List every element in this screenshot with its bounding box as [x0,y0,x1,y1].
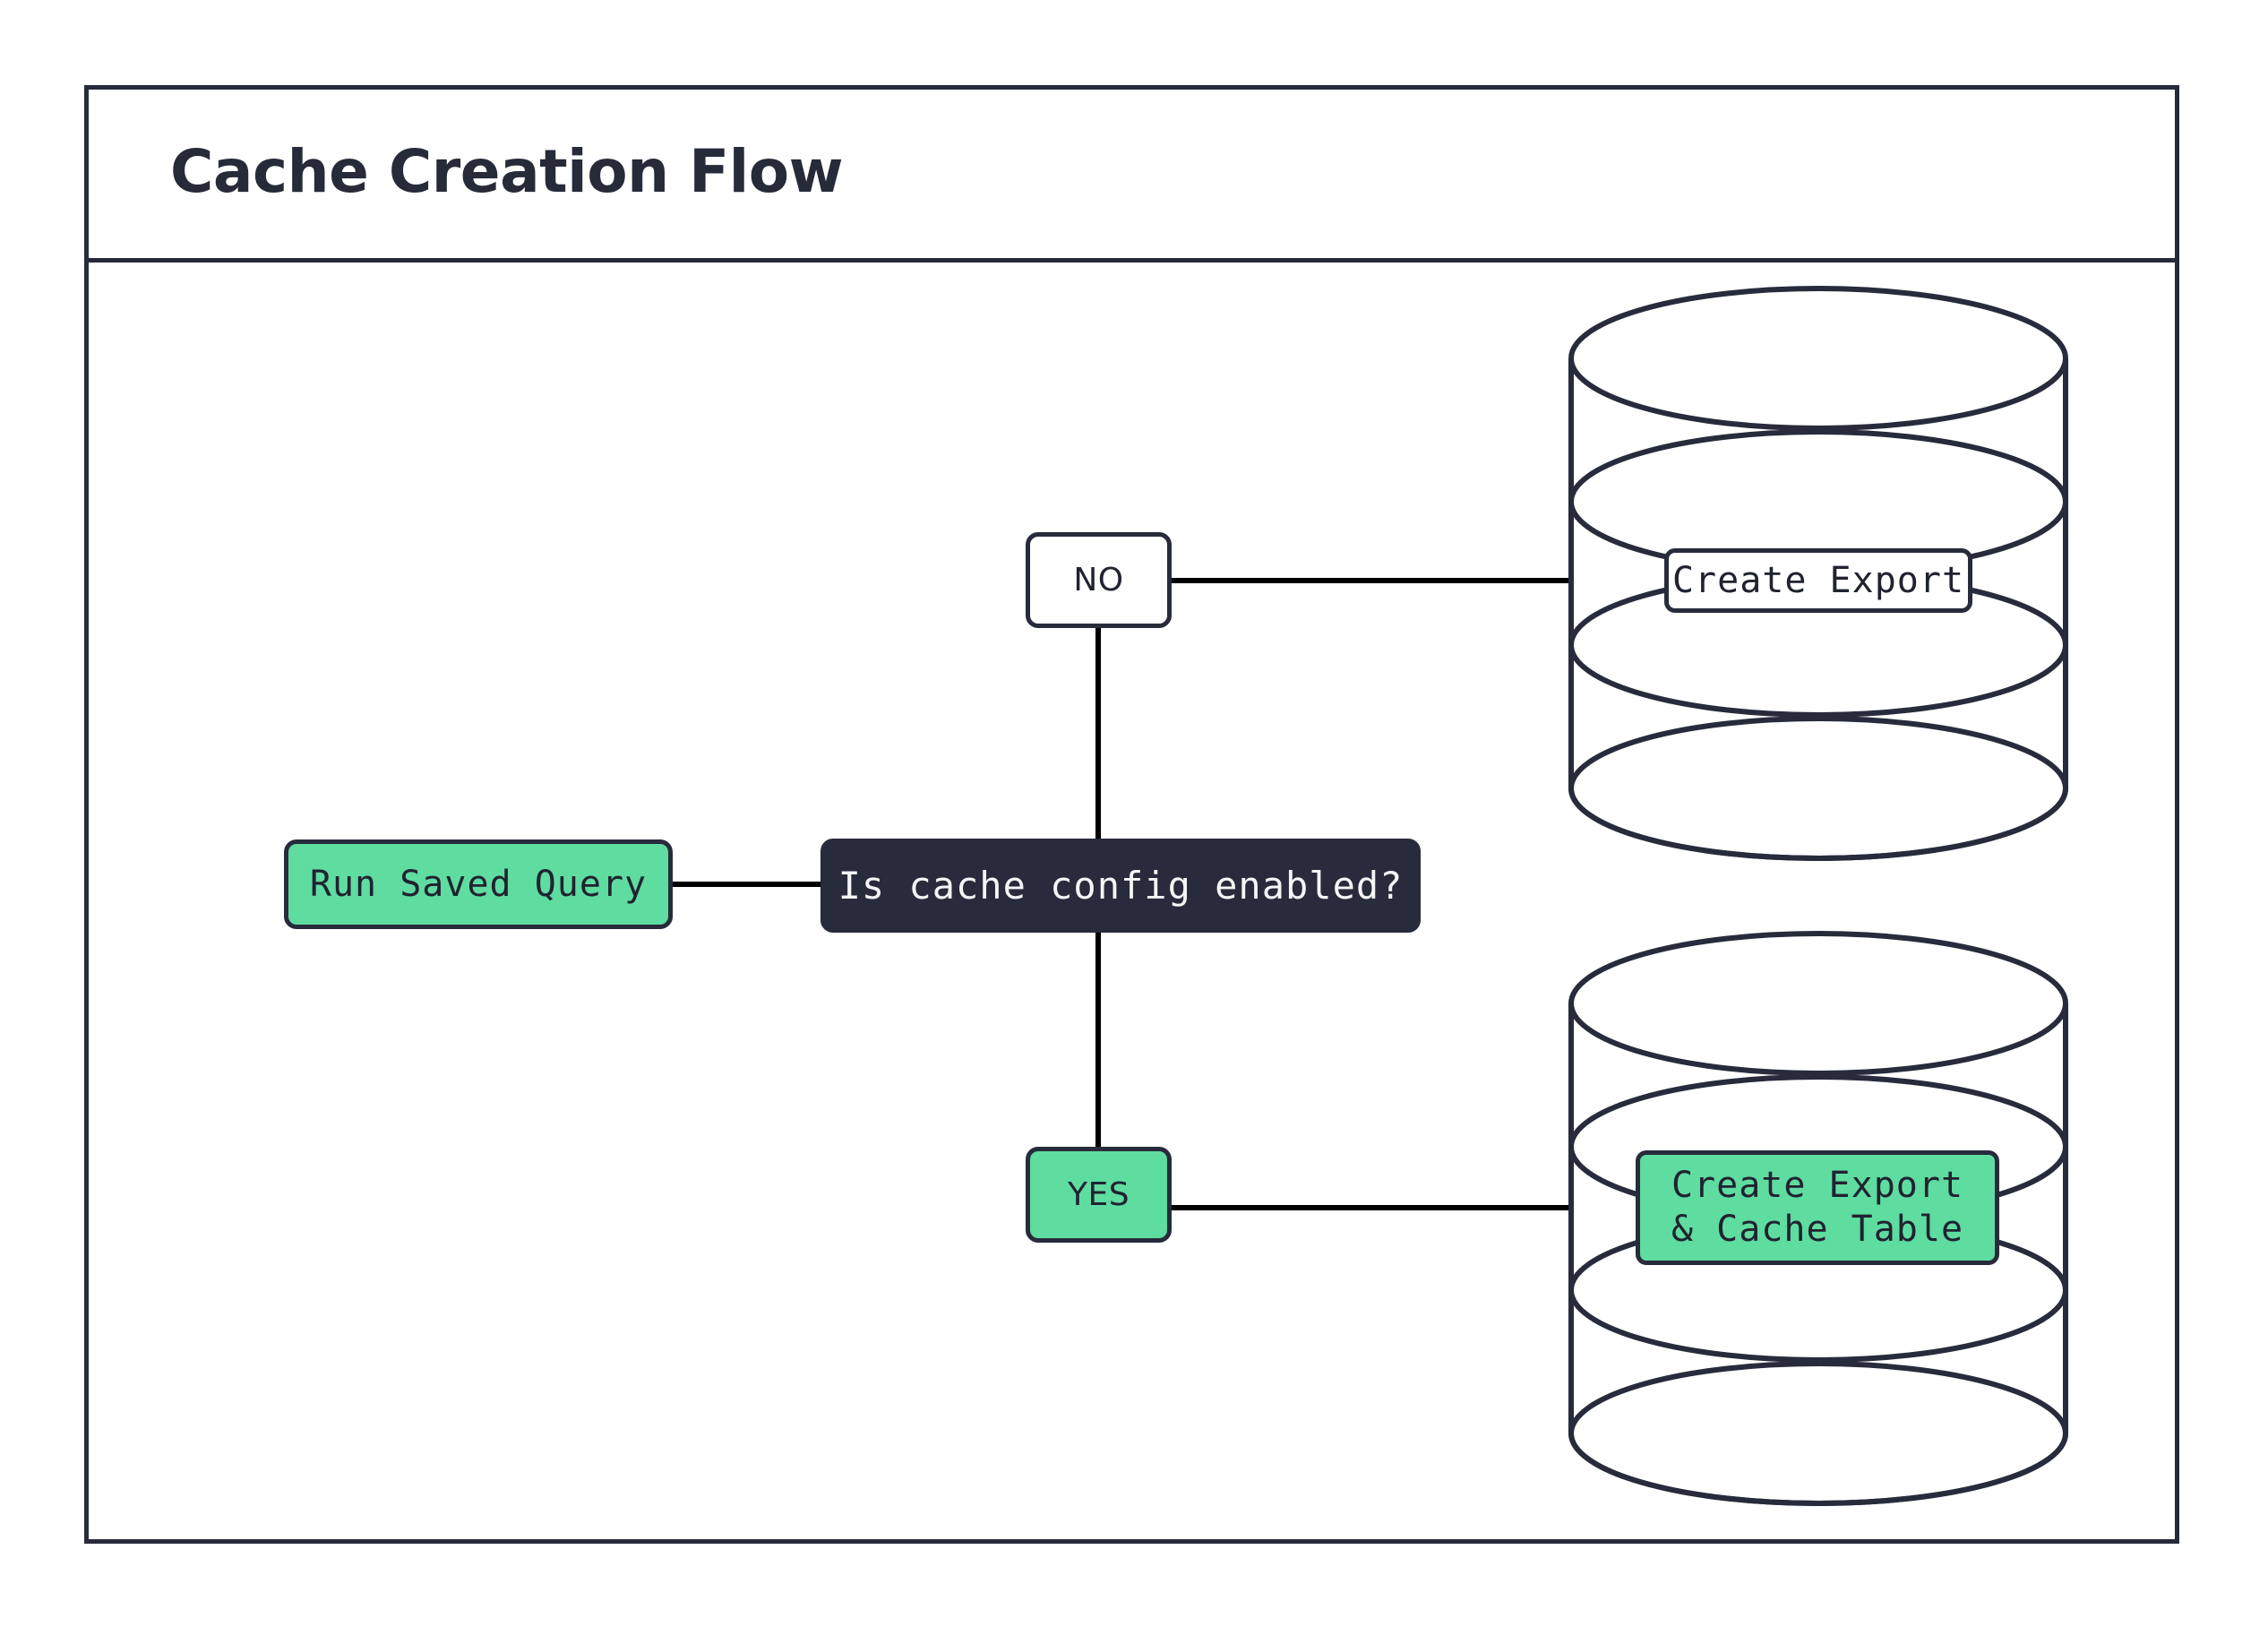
diagram-frame [84,85,2179,1544]
node-branch-no[interactable]: NO [1026,532,1172,628]
node-run-saved-query[interactable]: Run Saved Query [284,839,673,929]
node-branch-no-label: NO [1073,562,1124,598]
node-database-export-cache-label[interactable]: Create Export & Cache Table [1636,1150,1999,1265]
node-is-cache-config-enabled[interactable]: Is cache config enabled? [820,839,1421,933]
node-branch-yes-label: YES [1067,1176,1130,1213]
node-run-saved-query-label: Run Saved Query [309,864,648,905]
node-database-export-label[interactable]: Create Export [1664,548,1972,613]
page-title: Cache Creation Flow [170,137,844,206]
node-is-cache-config-enabled-label: Is cache config enabled? [838,864,1404,908]
diagram-header: Cache Creation Flow [84,85,2179,263]
node-branch-yes[interactable]: YES [1026,1147,1172,1243]
